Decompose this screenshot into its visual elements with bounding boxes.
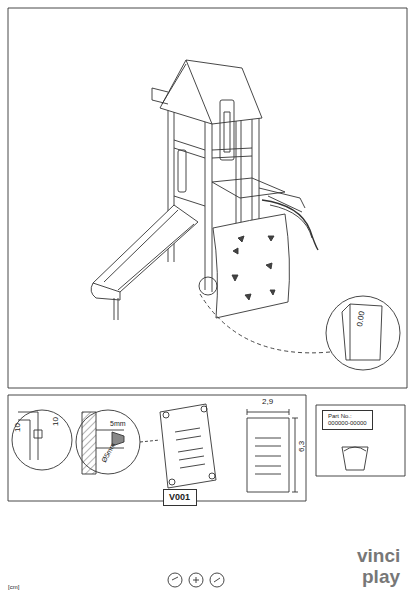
part-label: Part No.:000000-00000	[322, 410, 373, 430]
dimension: 10	[14, 423, 22, 432]
part-code-box: V001	[163, 489, 197, 506]
node-text: 000000-00000	[328, 420, 367, 427]
dimension: Ø5mm	[100, 442, 117, 464]
bucket	[342, 447, 368, 470]
detail-leader	[200, 294, 330, 353]
dimension: 10	[52, 417, 60, 426]
label-panel	[316, 405, 405, 476]
node-text: Part No.:	[328, 413, 367, 420]
unit-note: [cm]	[8, 584, 19, 590]
node-text: V001	[169, 492, 191, 502]
roof	[160, 60, 262, 124]
plate	[160, 404, 216, 488]
logo-text: play	[362, 567, 400, 586]
detail-marker	[199, 277, 217, 295]
logo-text: vinci	[357, 546, 400, 565]
slide	[93, 205, 198, 292]
plate-drawing	[247, 418, 289, 492]
detail-circle	[326, 296, 400, 370]
detail-panel	[8, 395, 306, 501]
dimension: 2,9	[262, 398, 273, 406]
dimension: 5mm	[110, 420, 126, 427]
dimension: 6,3	[298, 441, 306, 452]
climbing-wall	[213, 214, 289, 318]
platform	[212, 178, 285, 198]
top-frame	[8, 8, 407, 388]
